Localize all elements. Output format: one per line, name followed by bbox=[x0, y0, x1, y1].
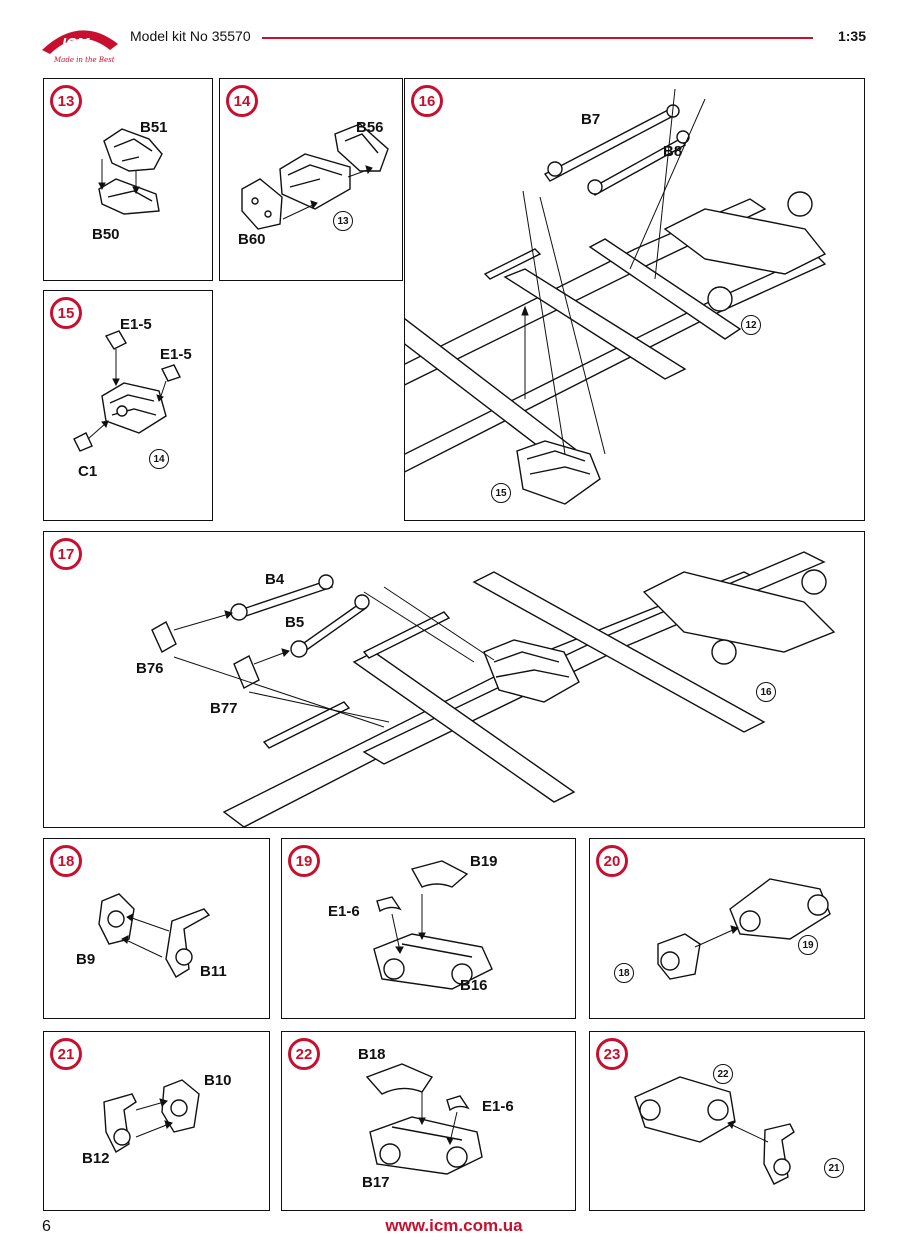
part-label: B51 bbox=[140, 119, 168, 136]
part-label: B16 bbox=[460, 977, 488, 994]
header-rule bbox=[262, 37, 813, 39]
part-label: B18 bbox=[358, 1046, 386, 1063]
step-number: 15 bbox=[50, 297, 82, 329]
step-number: 21 bbox=[50, 1038, 82, 1070]
reference-step: 16 bbox=[756, 682, 776, 702]
step-number: 20 bbox=[596, 845, 628, 877]
part-label: B19 bbox=[470, 853, 498, 870]
part-label: B56 bbox=[356, 119, 384, 136]
part-drawing bbox=[103, 1079, 200, 1153]
part-drawing bbox=[73, 330, 181, 452]
reference-step: 21 bbox=[824, 1158, 844, 1178]
part-label: B4 bbox=[265, 571, 285, 588]
part-label: B76 bbox=[136, 660, 164, 677]
step-number: 13 bbox=[50, 85, 82, 117]
part-label: E1-6 bbox=[482, 1098, 514, 1115]
step-13-panel: 13 B51 B50 bbox=[43, 78, 213, 281]
part-drawing bbox=[241, 123, 389, 230]
step-number: 18 bbox=[50, 845, 82, 877]
step-20-panel: 20 19 18 bbox=[589, 838, 865, 1019]
chassis-drawing bbox=[151, 551, 836, 828]
part-label: B11 bbox=[200, 963, 227, 980]
svg-text:ICM: ICM bbox=[62, 35, 90, 52]
step-22-panel: 22 B18 E1-6 B17 bbox=[281, 1031, 576, 1211]
part-drawing bbox=[365, 1063, 483, 1175]
part-label: B77 bbox=[210, 700, 238, 717]
step-number: 17 bbox=[50, 538, 82, 570]
part-label: B50 bbox=[92, 226, 120, 243]
reference-step: 15 bbox=[491, 483, 511, 503]
step-19-panel: 19 B19 E1-6 B16 bbox=[281, 838, 576, 1019]
reference-step: 12 bbox=[741, 315, 761, 335]
reference-step: 14 bbox=[149, 449, 169, 469]
part-label: B12 bbox=[82, 1150, 110, 1167]
website-link[interactable]: www.icm.com.ua bbox=[385, 1216, 523, 1235]
step-number: 23 bbox=[596, 1038, 628, 1070]
step-21-panel: 21 B10 B12 bbox=[43, 1031, 270, 1211]
step-number: 19 bbox=[288, 845, 320, 877]
step-number: 16 bbox=[411, 85, 443, 117]
page-number: 6 bbox=[42, 1218, 51, 1235]
part-label: B7 bbox=[581, 111, 601, 128]
step-16-panel: 16 bbox=[404, 78, 865, 521]
part-label: B17 bbox=[362, 1174, 390, 1191]
reference-step: 13 bbox=[333, 211, 353, 231]
reference-step: 19 bbox=[798, 935, 818, 955]
svg-text:Made in the Best: Made in the Best bbox=[53, 56, 115, 64]
step-17-panel: 17 bbox=[43, 531, 865, 828]
step-18-panel: 18 B9 B11 bbox=[43, 838, 270, 1019]
part-label: B8 bbox=[663, 143, 683, 160]
part-drawing bbox=[98, 128, 163, 215]
reference-step: 22 bbox=[713, 1064, 733, 1084]
step-number: 14 bbox=[226, 85, 258, 117]
part-label: E1-5 bbox=[160, 346, 192, 363]
chassis-drawing bbox=[405, 88, 827, 505]
step-15-panel: 15 E1-5 E1-5 C1 14 bbox=[43, 290, 213, 521]
icm-logo: ICM Made in the Best bbox=[40, 20, 120, 66]
part-drawing bbox=[373, 860, 493, 990]
part-label: B60 bbox=[238, 231, 266, 248]
reference-step: 18 bbox=[614, 963, 634, 983]
part-label: E1-6 bbox=[328, 903, 360, 920]
part-label: C1 bbox=[78, 463, 98, 480]
part-label: E1-5 bbox=[120, 316, 152, 333]
page-header: ICM Made in the Best Model kit No 35570 … bbox=[0, 0, 908, 70]
part-label: B5 bbox=[285, 614, 305, 631]
part-drawing bbox=[98, 893, 211, 978]
part-label: B9 bbox=[76, 951, 96, 968]
part-drawing bbox=[634, 1076, 795, 1185]
part-drawing bbox=[657, 878, 831, 980]
scale-label: 1:35 bbox=[837, 28, 866, 44]
step-23-panel: 23 22 21 bbox=[589, 1031, 865, 1211]
part-label: B10 bbox=[204, 1072, 232, 1089]
kit-number: Model kit No 35570 bbox=[130, 28, 251, 44]
step-number: 22 bbox=[288, 1038, 320, 1070]
step-14-panel: 14 B56 B60 13 bbox=[219, 78, 403, 281]
